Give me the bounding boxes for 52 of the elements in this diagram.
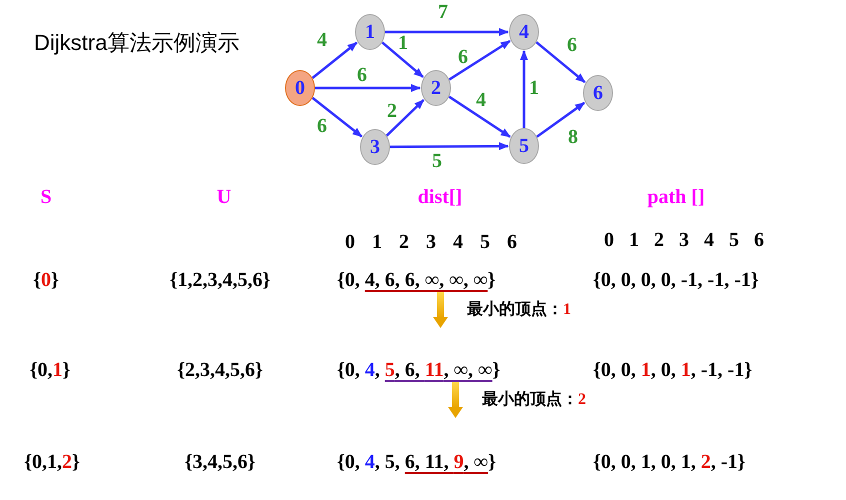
array-text: {0, 0, 1, 0, 1, -1, -1} — [593, 360, 752, 380]
note-text: 最小的顶点：1 — [467, 302, 571, 318]
arrow — [385, 28, 509, 36]
set-text: {3,4,5,6} — [184, 452, 256, 472]
column-heading: U — [216, 187, 232, 207]
edge-label: 1 — [529, 76, 539, 101]
edge-label: 1 — [398, 31, 408, 56]
vertex-circle: 0 — [285, 70, 315, 106]
arrow — [536, 102, 586, 138]
index-row: 0 1 2 3 4 5 6 — [604, 230, 764, 250]
edge-label: 7 — [438, 0, 448, 25]
edge-label: 4 — [317, 28, 327, 53]
edge-label: 6 — [357, 63, 367, 88]
arrow — [381, 41, 424, 78]
array-text: {0, 4, 6, 6, ∞, ∞, ∞} — [337, 270, 496, 290]
array-text: {0, 0, 0, 0, -1, -1, -1} — [593, 270, 759, 290]
arrow — [390, 142, 509, 150]
column-heading: path [] — [647, 187, 705, 207]
vertex-circle: 1 — [355, 14, 385, 50]
arrow — [312, 42, 358, 79]
arrow — [536, 41, 586, 84]
edge-label: 6 — [317, 114, 327, 139]
set-text: {0,1,2} — [24, 452, 80, 472]
column-heading: dist[] — [418, 187, 462, 207]
vertex-circle: 6 — [583, 75, 613, 111]
arrow — [315, 84, 421, 92]
array-text: {0, 0, 1, 0, 1, 2, -1} — [593, 452, 746, 472]
title: Dijkstra算法示例演示 — [34, 29, 240, 57]
edge-label: 6 — [458, 45, 468, 70]
column-heading: S — [40, 187, 52, 207]
edge-label: 6 — [567, 33, 577, 58]
vertex-circle: 2 — [421, 70, 451, 106]
edge-label: 8 — [568, 125, 578, 150]
edge-label: 4 — [476, 88, 486, 113]
vertex-circle: 5 — [509, 128, 539, 164]
arrow — [448, 40, 511, 81]
array-text: {0, 4, 5, 6, 11, ∞, ∞} — [337, 360, 500, 380]
array-text: {0, 4, 5, 6, 11, 9, ∞} — [337, 452, 496, 472]
arrow — [386, 99, 424, 137]
set-text: {1,2,3,4,5,6} — [170, 270, 270, 290]
set-text: {0} — [33, 270, 59, 290]
arrow — [448, 96, 511, 138]
set-text: {2,3,4,5,6} — [177, 360, 263, 380]
vertex-circle: 3 — [360, 129, 390, 165]
arrow — [312, 96, 362, 138]
set-text: {0,1} — [30, 360, 70, 380]
edge-label: 2 — [387, 99, 397, 124]
index-row: 0 1 2 3 4 5 6 — [345, 232, 517, 252]
edge-label: 5 — [432, 149, 442, 174]
arrow — [520, 50, 528, 128]
note-text: 最小的顶点：2 — [482, 392, 586, 408]
vertex-circle: 4 — [509, 14, 539, 50]
